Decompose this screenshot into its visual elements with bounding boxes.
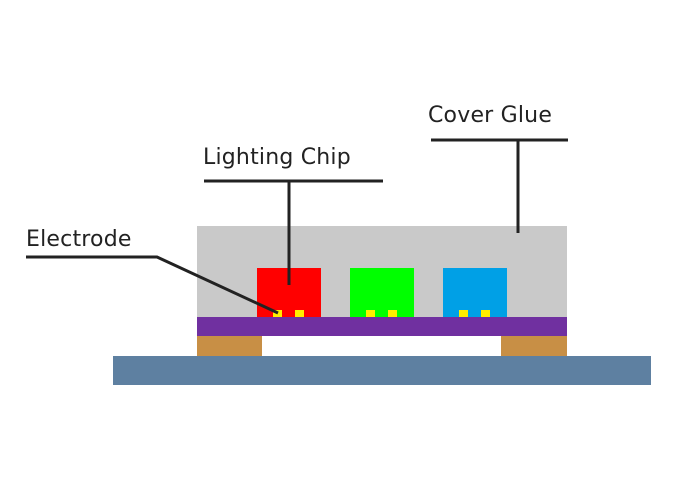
electrode-leader — [26, 255, 279, 315]
solder-pad-left — [197, 336, 262, 356]
electrode-label: Electrode — [26, 227, 132, 252]
electrode-pad — [366, 310, 375, 317]
electrode-pad — [481, 310, 490, 317]
base-board — [113, 356, 651, 385]
solder-pad-right — [501, 336, 567, 356]
blue-chip — [443, 268, 507, 317]
green-chip — [350, 268, 414, 317]
substrate — [197, 317, 567, 336]
lighting-chip-label: Lighting Chip — [203, 145, 351, 170]
electrode-pad — [459, 310, 468, 317]
cover-glue-label: Cover Glue — [428, 103, 553, 128]
electrode-pad — [388, 310, 397, 317]
electrode-pad — [295, 310, 304, 317]
